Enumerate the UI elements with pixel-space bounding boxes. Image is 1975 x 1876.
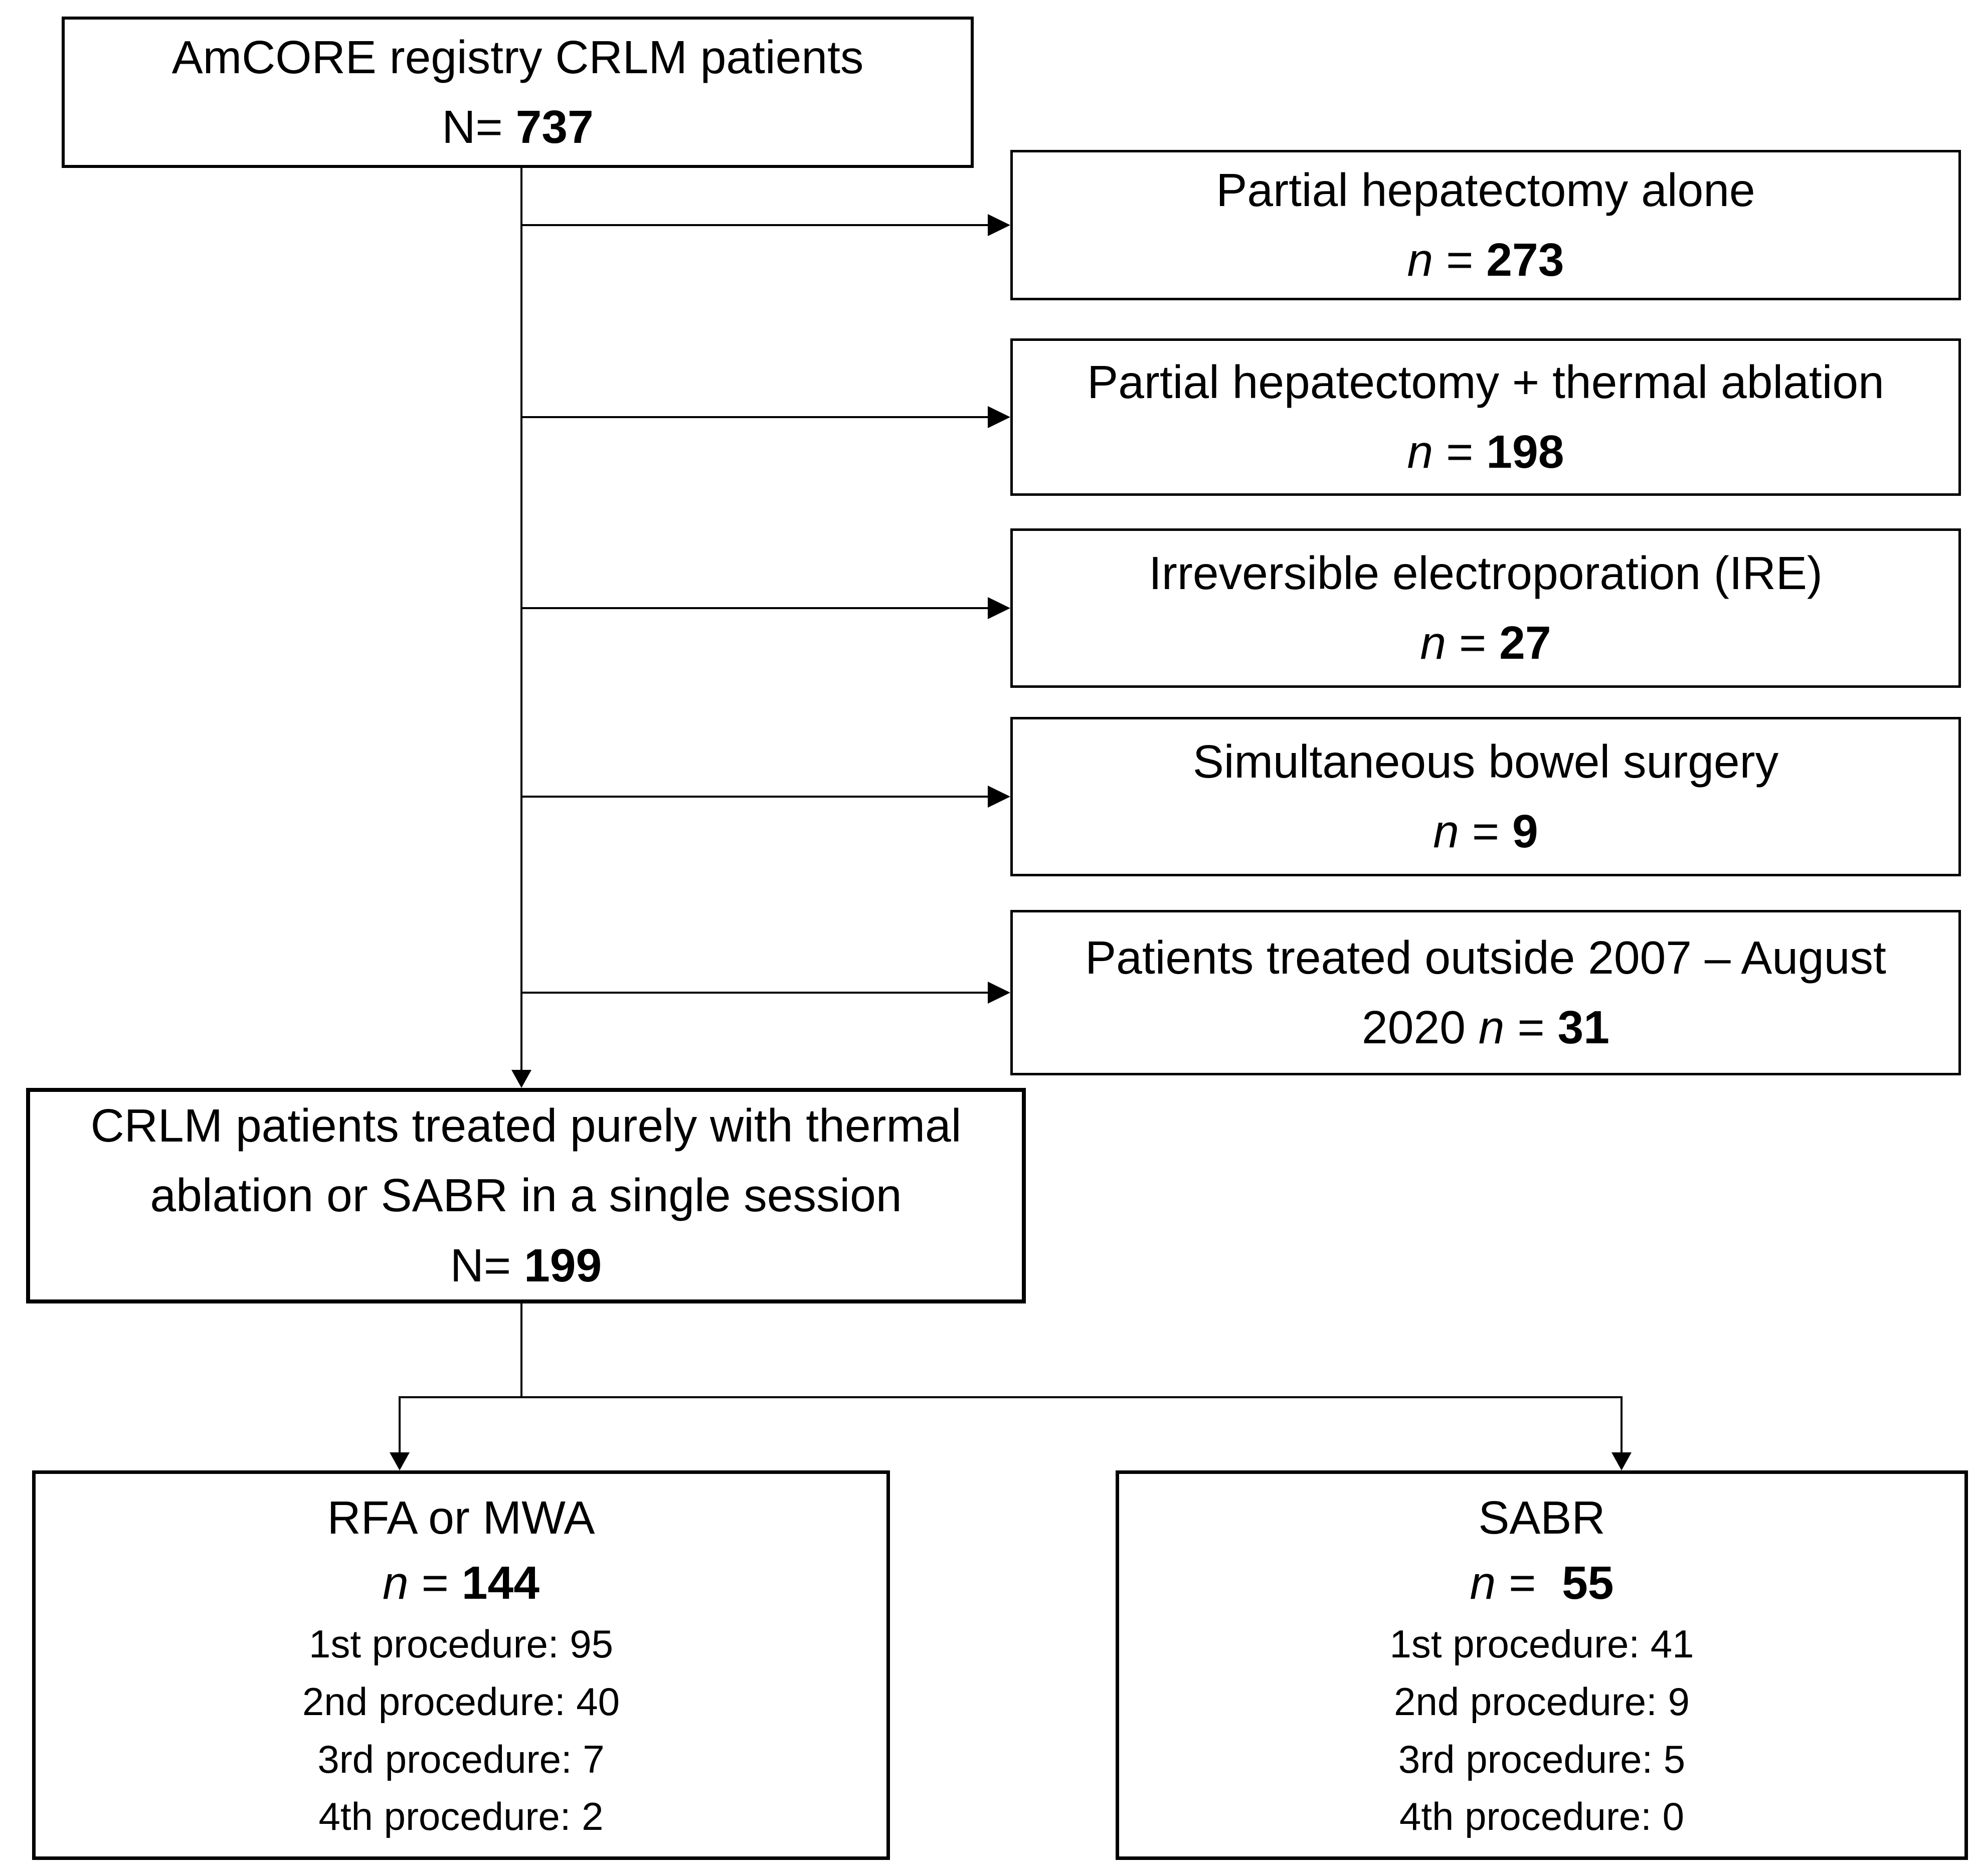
arm-procedure-row: 3rd procedure: 5: [1398, 1737, 1686, 1781]
branch-horizontal-line: [399, 1396, 1623, 1398]
exclusion-label: Irreversible electroporation (IRE): [1149, 546, 1823, 599]
arm-box-sabr: SABR n = 55 1st procedure: 41 2nd proced…: [1116, 1470, 1968, 1860]
exclusion-label: Simultaneous bowel surgery: [1192, 735, 1779, 788]
exclusion-connector-line: [520, 992, 988, 994]
arm-box-rfa-mwa: RFA or MWA n = 144 1st procedure: 95 2nd…: [32, 1470, 890, 1860]
exclusion-connector-line: [520, 224, 988, 226]
included-population-box: CRLM patients treated purely with therma…: [26, 1088, 1026, 1303]
root-n-value: 737: [515, 101, 594, 153]
exclusion-count: n = 273: [1407, 234, 1564, 286]
arm-title: RFA or MWA: [327, 1491, 595, 1544]
included-label-line2: ablation or SABR in a single session: [150, 1169, 902, 1222]
arrow-right-icon: [988, 982, 1010, 1004]
arm-procedure-row: 1st procedure: 41: [1389, 1622, 1694, 1666]
exclusion-count: 2020 n = 31: [1362, 1001, 1609, 1053]
arrow-down-icon: [511, 1070, 531, 1088]
exclusion-label: Patients treated outside 2007 – August: [1085, 931, 1886, 984]
arm-procedure-row: 2nd procedure: 9: [1394, 1679, 1690, 1724]
included-label-line1: CRLM patients treated purely with therma…: [90, 1099, 962, 1152]
exclusion-count: n = 27: [1420, 617, 1551, 669]
exclusion-box-irreversible-electroporation: Irreversible electroporation (IRE) n = 2…: [1010, 528, 1961, 688]
arm-procedure-row: 4th procedure: 2: [318, 1794, 604, 1839]
arrow-down-icon: [1611, 1452, 1632, 1470]
exclusion-connector-line: [520, 796, 988, 798]
included-n-label: N=: [450, 1239, 511, 1291]
arm-procedure-row: 1st procedure: 95: [308, 1622, 614, 1666]
exclusion-box-partial-hepatectomy-alone: Partial hepatectomy alone n = 273: [1010, 150, 1961, 300]
included-n-value: 199: [524, 1239, 602, 1291]
right-arm-stub-line: [1621, 1396, 1623, 1454]
arm-procedure-row: 4th procedure: 0: [1399, 1794, 1685, 1839]
root-n-label: N=: [442, 101, 503, 153]
exclusion-count: n = 9: [1433, 805, 1538, 857]
exclusion-label: Partial hepatectomy + thermal ablation: [1087, 355, 1884, 408]
exclusion-connector-line: [520, 416, 988, 418]
included-count: N= 199: [450, 1231, 602, 1301]
arm-count: n = 55: [1470, 1557, 1614, 1609]
exclusion-connector-line: [520, 607, 988, 609]
exclusion-box-treated-outside-period: Patients treated outside 2007 – August 2…: [1010, 910, 1961, 1075]
arrow-right-icon: [988, 597, 1010, 619]
root-box: AmCORE registry CRLM patients N= 737: [62, 17, 974, 168]
branch-stem-line: [520, 1303, 522, 1397]
root-box-count: N= 737: [442, 92, 594, 162]
arm-title: SABR: [1478, 1491, 1605, 1544]
arrow-right-icon: [988, 786, 1010, 808]
arm-procedure-row: 3rd procedure: 7: [317, 1737, 605, 1781]
arm-count: n = 144: [383, 1557, 540, 1609]
exclusion-count: n = 198: [1407, 426, 1564, 478]
arm-procedure-row: 2nd procedure: 40: [302, 1679, 620, 1724]
arrow-right-icon: [988, 214, 1010, 236]
exclusion-box-simultaneous-bowel-surgery: Simultaneous bowel surgery n = 9: [1010, 717, 1961, 876]
trunk-connector-line: [520, 168, 522, 1070]
arrow-down-icon: [390, 1452, 410, 1470]
arrow-right-icon: [988, 406, 1010, 428]
left-arm-stub-line: [399, 1396, 401, 1454]
exclusion-label: Partial hepatectomy alone: [1216, 163, 1755, 216]
root-box-label: AmCORE registry CRLM patients: [171, 31, 864, 83]
exclusion-box-hepatectomy-thermal-ablation: Partial hepatectomy + thermal ablation n…: [1010, 338, 1961, 496]
